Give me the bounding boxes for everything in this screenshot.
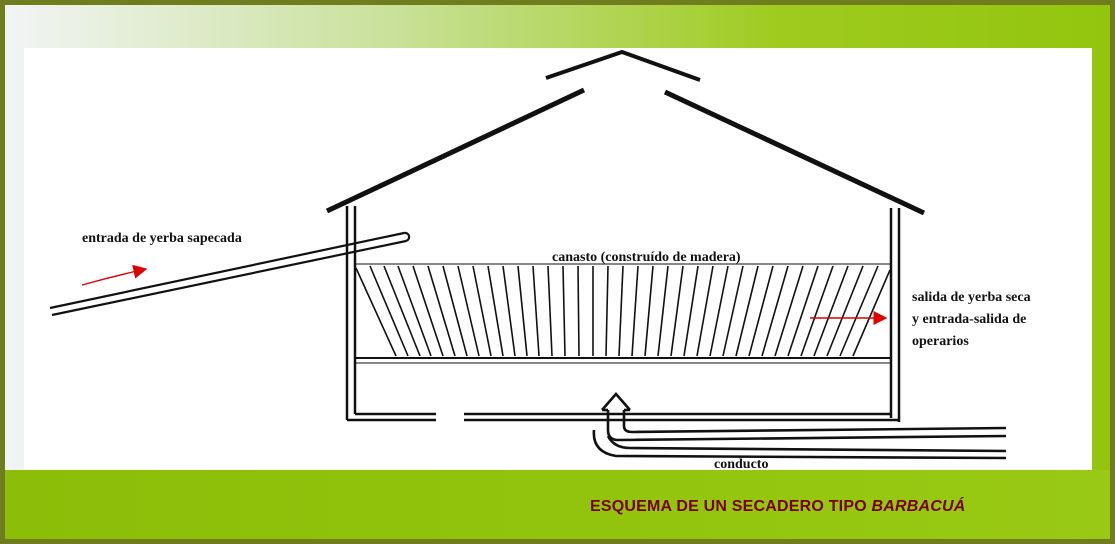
caption-emphasis: BARBACUÁ [871, 498, 966, 515]
left-wall [345, 206, 357, 420]
inlet-chute [49, 231, 411, 317]
label-entrada: entrada de yerba sapecada [82, 231, 242, 246]
roof [325, 87, 926, 216]
label-salida-2: y entrada-salida de [912, 312, 1026, 327]
label-salida-3: operarios [912, 334, 969, 349]
caption-text: ESQUEMA DE UN SECADERO TIPO [590, 498, 872, 515]
right-wall [889, 208, 901, 422]
hot-air-duct [592, 392, 1007, 460]
floor [347, 412, 899, 422]
label-salida-1: salida de yerba seca [912, 290, 1031, 305]
slide-caption: ESQUEMA DE UN SECADERO TIPO BARBACUÁ [590, 498, 966, 516]
red-arrows [81, 264, 888, 325]
barbacua-diagram: entrada de yerba sapecada canasto (const… [49, 49, 1031, 470]
label-conducto: conducto [714, 457, 768, 470]
slide-footer-band [5, 470, 1110, 539]
basket [355, 263, 891, 364]
label-canasto: canasto (construído de madera) [552, 250, 741, 265]
roof-vent [545, 49, 701, 82]
diagram-canvas: entrada de yerba sapecada canasto (const… [24, 48, 1092, 470]
